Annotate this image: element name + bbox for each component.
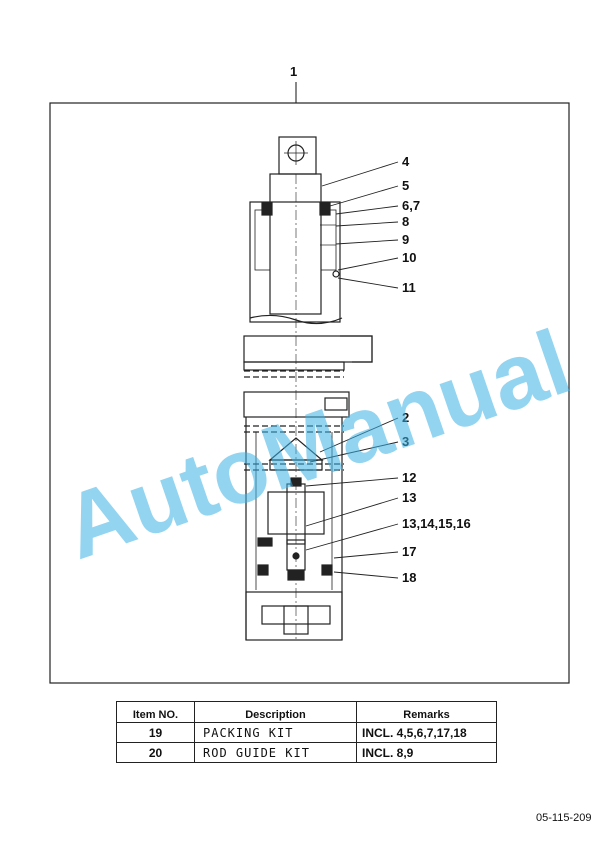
callout-3: 3: [402, 434, 409, 449]
parts-kit-table: Item NO. Description Remarks 19 PACKING …: [116, 701, 497, 763]
header-remarks: Remarks: [356, 701, 497, 723]
header-item-no: Item NO.: [116, 701, 195, 723]
callout-6-7: 6,7: [402, 198, 420, 213]
callout-10: 10: [402, 250, 416, 265]
header-description: Description: [194, 701, 357, 723]
callout-13: 13: [402, 490, 416, 505]
table-row: 19 PACKING KIT INCL. 4,5,6,7,17,18: [116, 722, 497, 743]
callout-9: 9: [402, 232, 409, 247]
cell-item: 19: [116, 722, 195, 743]
cylinder-exploded-diagram: 1: [49, 64, 582, 684]
drawing-code: 05-115-209: [536, 812, 592, 824]
table-header-row: Item NO. Description Remarks: [116, 701, 497, 723]
callout-8: 8: [402, 214, 409, 229]
callout-5: 5: [402, 178, 409, 193]
diagram-frame: [49, 102, 570, 684]
callout-13-14-15-16: 13,14,15,16: [402, 516, 471, 531]
callout-11: 11: [402, 280, 416, 295]
callout-4: 4: [402, 154, 410, 169]
watermark-text: AutoManual: [51, 311, 582, 579]
table-row: 20 ROD GUIDE KIT INCL. 8,9: [116, 742, 497, 763]
callout-2: 2: [402, 410, 409, 425]
callout-12: 12: [402, 470, 416, 485]
callout-18: 18: [402, 570, 416, 585]
callout-17: 17: [402, 544, 416, 559]
cell-description: PACKING KIT: [194, 722, 357, 743]
callout-leaders: [305, 161, 399, 579]
assembly-label: 1: [290, 64, 297, 79]
cell-remarks: INCL. 8,9: [356, 742, 497, 763]
cell-description: ROD GUIDE KIT: [194, 742, 357, 763]
cell-remarks: INCL. 4,5,6,7,17,18: [356, 722, 497, 743]
cell-item: 20: [116, 742, 195, 763]
cylinder-drawing: [243, 136, 373, 641]
